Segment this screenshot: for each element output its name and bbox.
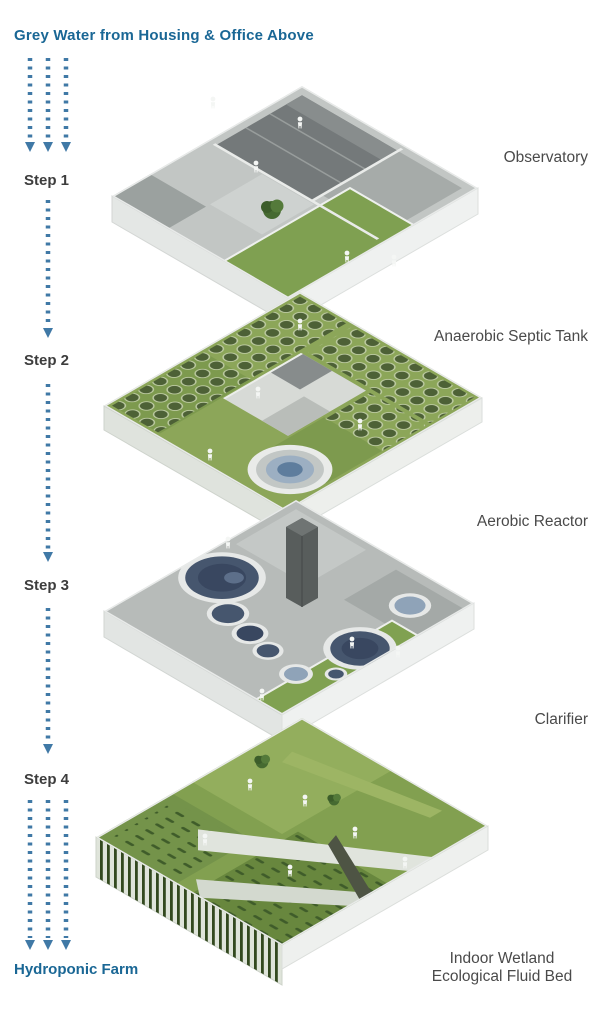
step-3-label: Step 3 bbox=[24, 577, 70, 594]
flow-arrows bbox=[25, 58, 71, 950]
flow-arrow-heads bbox=[25, 142, 71, 950]
level-aerobic-reactor-clarifier bbox=[103, 500, 475, 742]
level-label-indoor-wetland: Indoor Wetland Ecological Fluid Bed bbox=[412, 950, 592, 987]
reactor-tower bbox=[286, 518, 318, 607]
step-4-label: Step 4 bbox=[24, 771, 70, 788]
hydroponic-racks bbox=[96, 837, 282, 985]
level-label-observatory: Observatory bbox=[503, 149, 588, 166]
level-label-clarifier: Clarifier bbox=[534, 711, 588, 728]
septic-tank-circle bbox=[247, 444, 333, 495]
flow-arrow-lines bbox=[27, 58, 69, 938]
level-indoor-wetland bbox=[95, 718, 489, 986]
sink-label: Hydroponic Farm bbox=[14, 961, 139, 978]
level-anaerobic-septic-tank bbox=[103, 292, 483, 536]
level-label-aerobic-reactor: Aerobic Reactor bbox=[476, 513, 588, 530]
level-label-indoor-wetland-line1: Indoor Wetland bbox=[449, 950, 555, 967]
person-figure bbox=[210, 96, 216, 109]
level-label-indoor-wetland-line2: Ecological Fluid Bed bbox=[431, 968, 573, 986]
source-label: Grey Water from Housing & Office Above bbox=[14, 27, 314, 44]
step-2-label: Step 2 bbox=[24, 352, 70, 369]
level-observatory bbox=[111, 86, 479, 325]
level-label-anaerobic-septic-tank: Anaerobic Septic Tank bbox=[434, 328, 588, 345]
step-1-label: Step 1 bbox=[24, 172, 70, 189]
person-figure bbox=[391, 254, 397, 267]
